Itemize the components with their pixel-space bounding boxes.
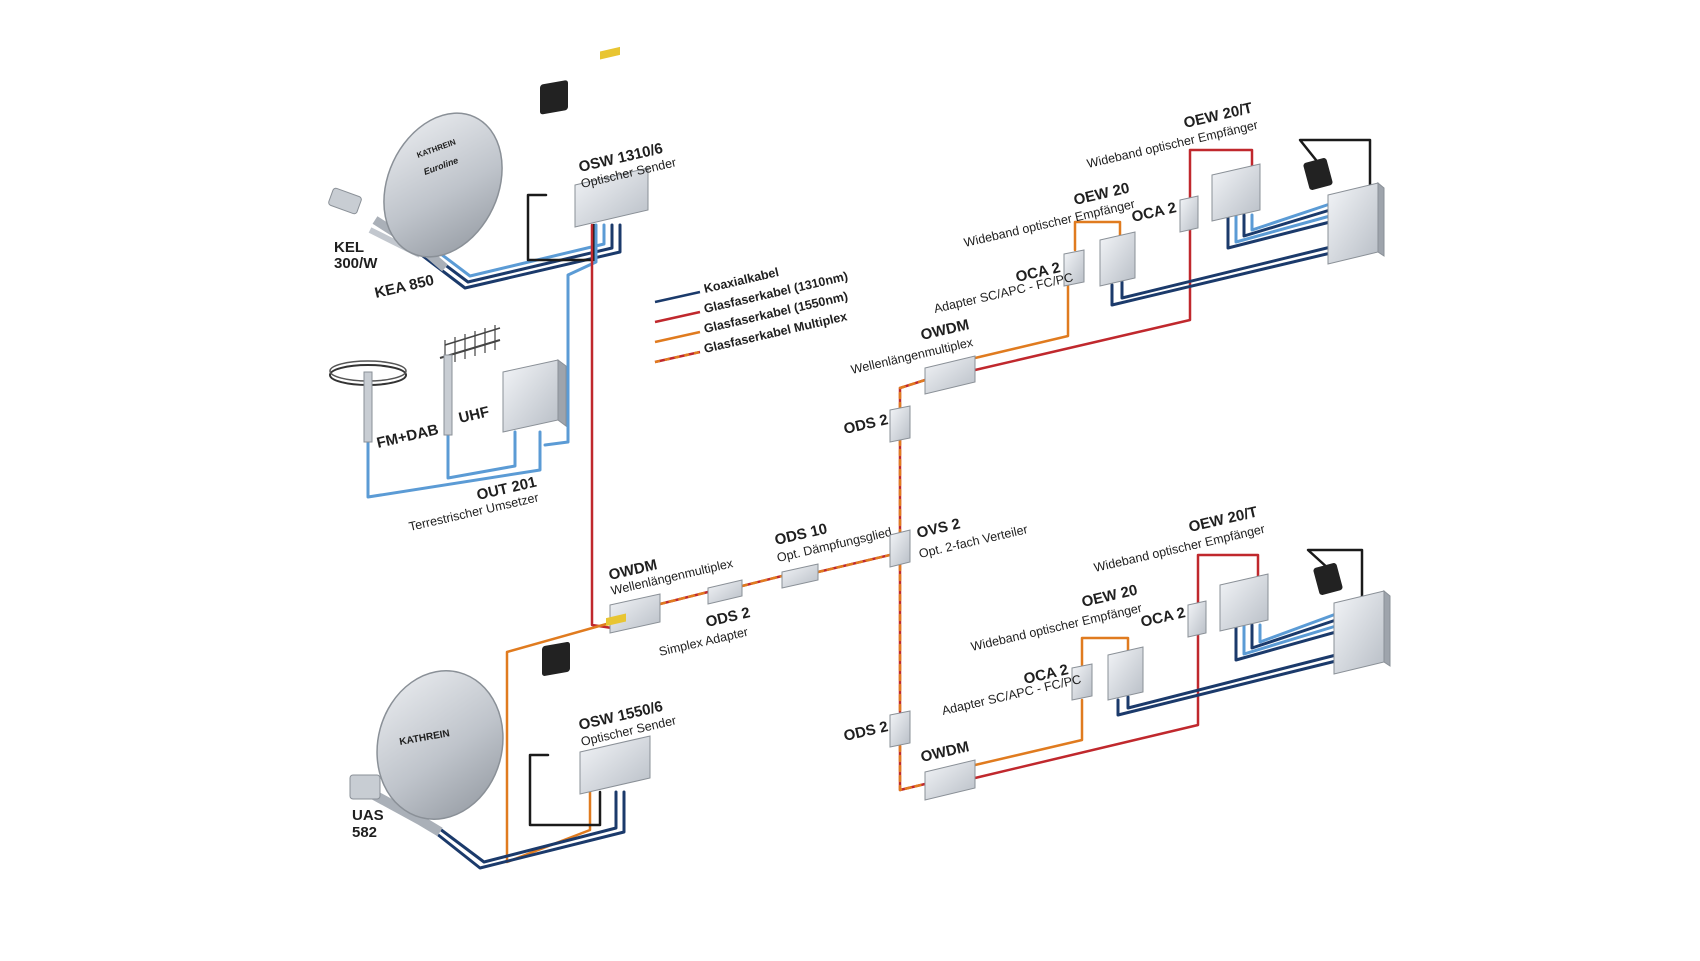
label-oew20-bot-sub: Wideband optischer Empfänger [970,601,1144,654]
lnb-bottom-icon [349,774,381,800]
coax-uas-to-osw1550-2 [434,790,618,864]
label-kea850: KEA 850 [373,272,436,302]
power-adapter-top-right-icon [1303,158,1333,190]
fiber-1310-osw-to-owdm [590,223,614,630]
fiber-1310-top-owdm-to-oca [973,228,1192,372]
coax-top-oew20-to-switch-2 [1120,244,1337,300]
oew20-top-device [1099,231,1136,287]
coax-bot-oew20t-to-switch-4 [1258,612,1338,644]
satellite-dish-bottom: KATHREIN [349,670,504,837]
label-fm-dab: FM+DAB [375,421,440,452]
out201-device [502,359,567,433]
label-ods2-bottom: ODS 2 [842,718,890,745]
satellite-dish-top: KATHREIN Euroline [328,112,503,272]
ods10-device [781,563,819,589]
coax-top-oew20t-to-switch-3 [1242,208,1332,238]
label-oca2-top-left-sub: Adapter SC/APC - FC/PC [933,270,1075,316]
oca2-top-right-device [1179,195,1199,233]
coax-top-oew20t-to-switch-1 [1226,213,1332,250]
fiber-1310-bot-owdm-to-oca [973,633,1200,780]
osw1550-device [579,613,651,795]
multiplex-trunk [658,378,927,792]
coax-bot-oew20t-to-switch-2 [1242,623,1338,656]
power-cable-top-switch [1298,138,1372,192]
multiswitch-bot-device [1333,589,1391,675]
coax-bot-oew20-to-switch-2 [1126,652,1342,710]
ods2-top-device [889,405,911,443]
label-oca2-bot-right: OCA 2 [1139,604,1187,631]
ovs2-device [889,529,911,568]
fiber-1550-top-owdm-to-oca [973,283,1070,360]
label-owdm-bottom: OWDM [919,738,971,766]
owdm-bottom-device [924,759,976,801]
label-oca2-bot-left-sub: Adapter SC/APC - FC/PC [941,672,1083,718]
power-cable-bot-switch [1306,548,1364,602]
coax-uas-to-osw1550-1 [430,790,626,870]
ods2-simplex-device [707,579,743,605]
power-adapter-bottom-left-icon [542,641,570,676]
fiber-1310-top-oca-to-oew20t [1188,148,1254,200]
uhf-antenna [439,325,501,436]
label-uhf: UHF [457,403,491,426]
osw1310-device [574,46,649,228]
label-uas-2: 582 [352,824,377,841]
fm-dab-antenna [329,360,407,443]
coax-bot-oew20t-to-switch-3 [1250,618,1338,650]
label-oca2-top-right: OCA 2 [1130,199,1178,226]
oca2-top-left-device [1063,249,1085,287]
power-cable-osw1550 [528,753,602,827]
label-uas-1: UAS [352,807,384,824]
coax-fmdab-to-out201 [366,430,542,499]
power-adapter-bot-right-icon [1313,563,1343,595]
label-ods2-top: ODS 2 [842,411,890,438]
cables [366,138,1372,870]
power-cable-osw1310 [526,193,596,262]
label-ods2-simplex-sub: Simplex Adapter [658,625,750,659]
fiber-1550-bot-owdm-to-oca [973,698,1084,767]
oew20t-bot-device [1219,573,1269,632]
label-out201-sub: Terrestrischer Umsetzer [408,490,540,533]
fiber-1550-bot-oca-to-oew20 [1080,636,1130,667]
coax-bot-oew20-to-switch-1 [1116,658,1342,717]
oew20-bot-device [1107,646,1144,701]
coax-top-oew20-to-switch-1 [1110,250,1337,307]
label-kel-2: 300/W [334,255,378,272]
fiber-1550-top-oca-to-oew20 [1073,220,1122,252]
oca2-bot-left-device [1071,663,1093,701]
coax-top-oew20t-to-switch-4 [1250,202,1332,232]
lnb-icon [328,187,362,215]
fiber-1310-bot-oca-to-oew20t [1196,553,1260,605]
coax-out201-to-osw1310 [543,223,598,447]
oca2-bot-right-device [1187,600,1207,638]
coax-bot-oew20t-to-switch-1 [1234,623,1338,662]
coax-top-oew20t-to-switch-2 [1234,213,1332,244]
ods2-bottom-device [889,710,911,748]
coax-uhf-to-out201 [446,430,517,480]
multiswitch-top-device [1327,181,1385,265]
owdm-left-device [609,593,661,634]
label-oew20t-bot-sub: Wideband optischer Empfänger [1093,522,1267,575]
owdm-top-device [924,355,976,395]
oew20t-top-device [1211,163,1261,222]
label-kel-1: KEL [334,239,364,256]
power-adapter-top-left-icon [540,80,568,115]
label-oew20t-top-sub: Wideband optischer Empfänger [1086,118,1260,171]
legend: Koaxialkabel Glasfaserkabel (1310nm) Gla… [654,265,849,364]
